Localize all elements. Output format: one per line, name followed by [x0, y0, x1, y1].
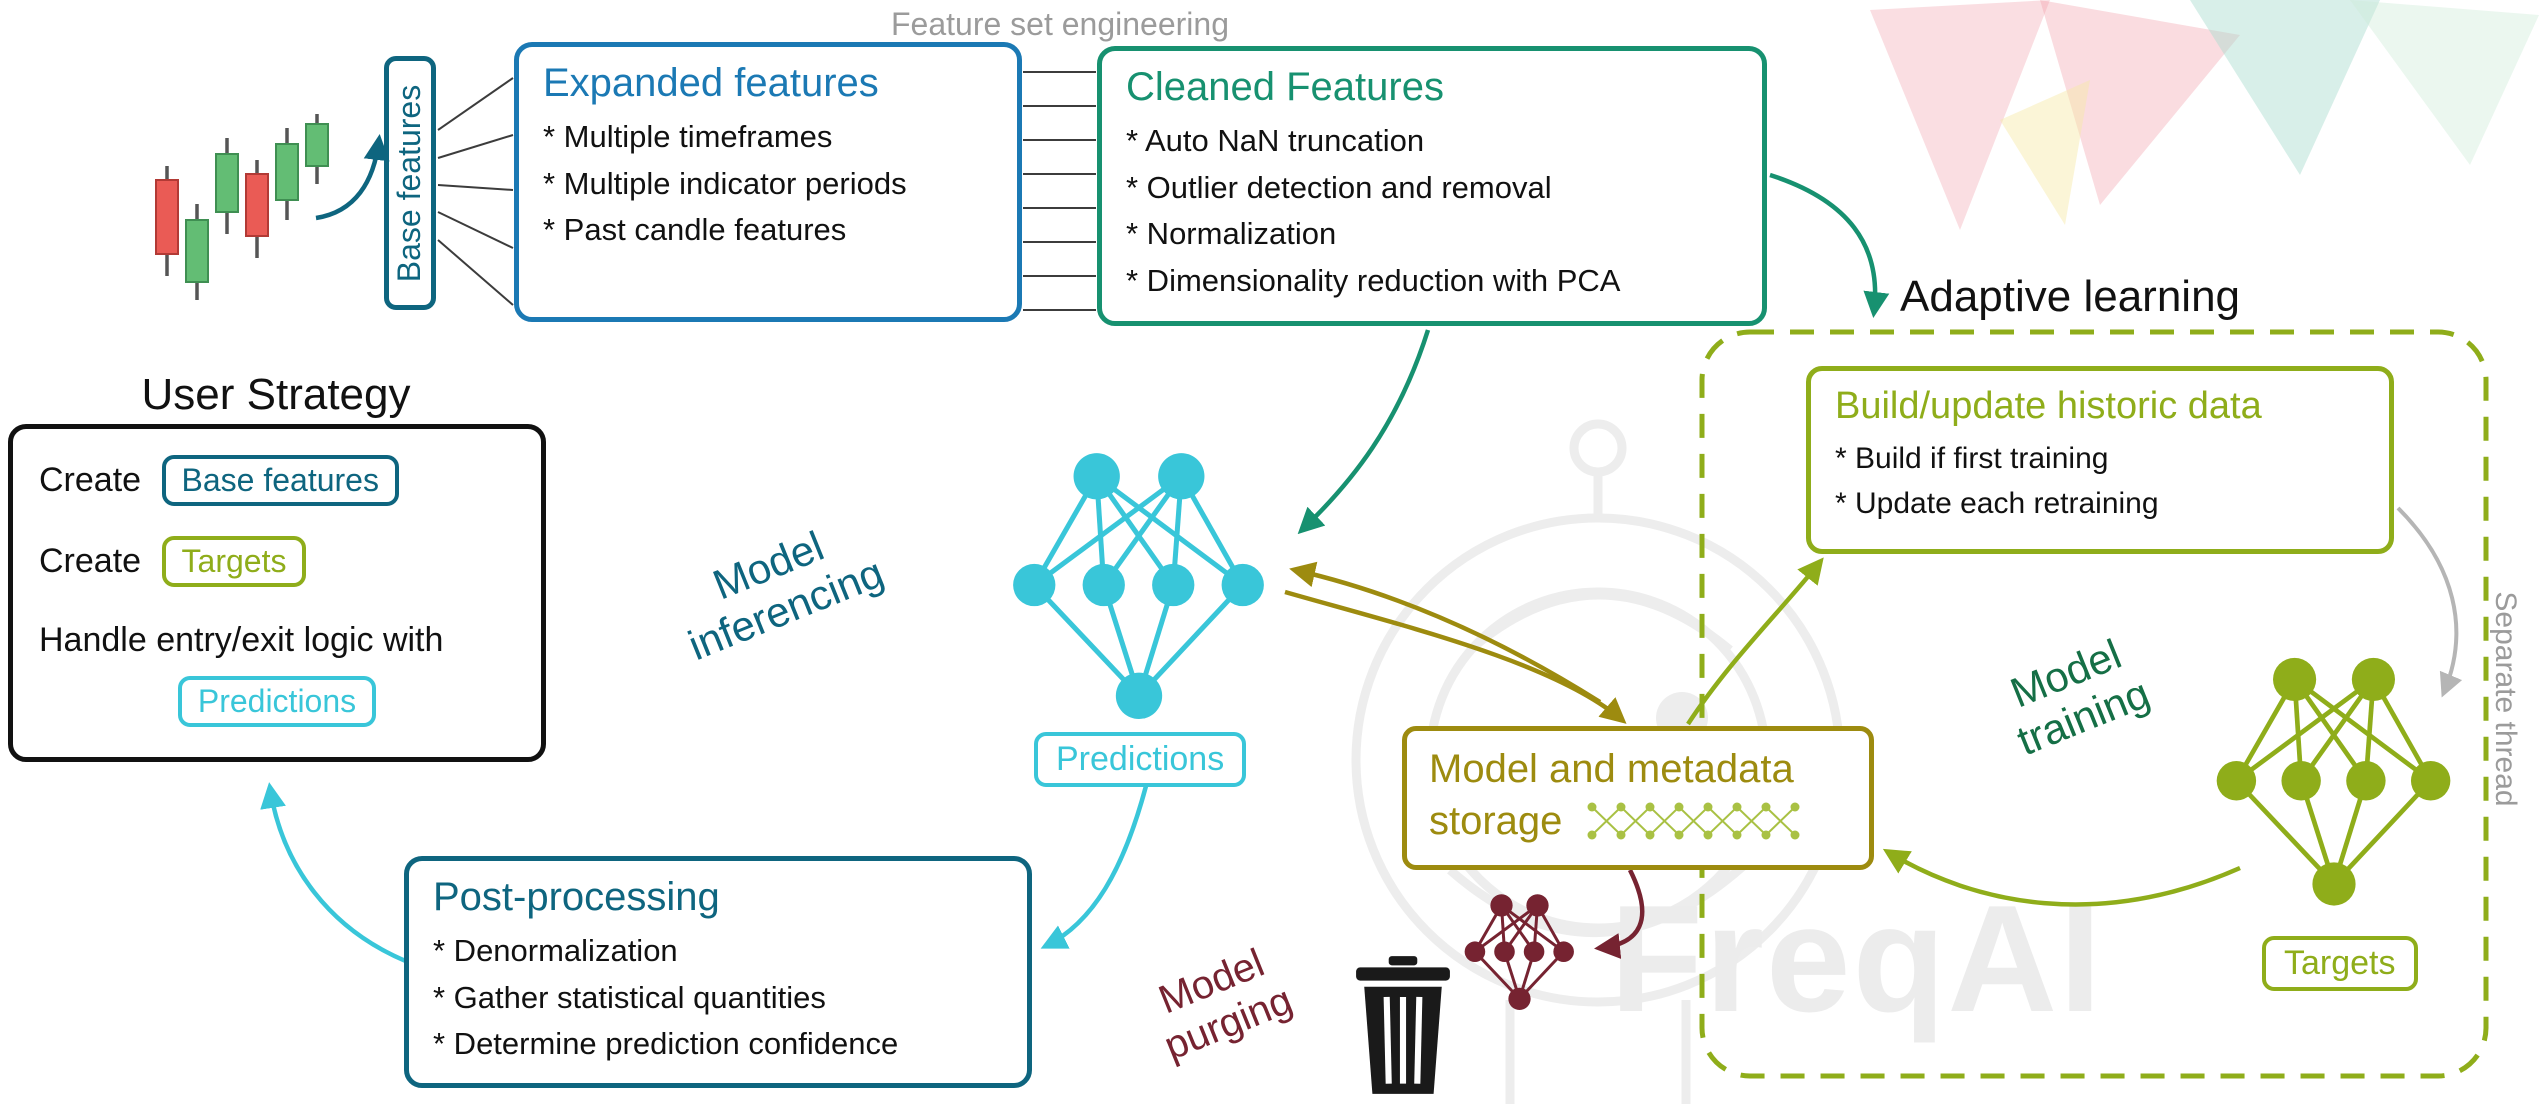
targets-label: Targets [2262, 936, 2418, 991]
build-update-item: * Build if first training [1835, 442, 2109, 475]
stored-models-network-glyph [1587, 802, 1800, 840]
user-strategy-box: Create Base features Create Targets Hand… [8, 424, 546, 762]
base-features-box: Base features [384, 56, 436, 310]
post-processing-item: * Denormalization [433, 933, 678, 968]
expanded-feature-item: * Past candle features [543, 212, 847, 247]
cleaned-feature-item: * Outlier detection and removal [1126, 169, 1552, 205]
feature-set-engineering-label: Feature set engineering [891, 6, 1229, 42]
cleaned-feature-item: * Auto NaN truncation [1126, 123, 1425, 158]
base-features-label: Base features [391, 84, 428, 282]
adaptive-learning-title: Adaptive learning [1900, 272, 2241, 321]
predictions-chip: Predictions [177, 676, 377, 727]
expanded-features-box: Expanded features * Multiple timeframes … [514, 42, 1022, 322]
cleaned-feature-item: * Normalization [1126, 216, 1337, 251]
post-processing-item: * Determine prediction confidence [433, 1026, 899, 1061]
cleaned-features-title: Cleaned Features [1126, 65, 1444, 109]
model-storage-line1: Model and metadata [1429, 747, 1794, 791]
create-label: Create [39, 542, 142, 580]
purged-neural-network-icon [1464, 894, 1574, 1010]
build-update-box: Build/update historic data * Build if fi… [1806, 366, 2394, 554]
arrow-post-processing-to-user-strategy [260, 782, 409, 965]
predictions-label: Predictions [1034, 732, 1247, 787]
feature-fan-lines [437, 77, 514, 306]
cleaned-feature-item: * Dimensionality reduction with PCA [1126, 262, 1621, 298]
targets-chip: Targets [161, 536, 307, 587]
expanded-feature-item: * Multiple indicator periods [543, 165, 907, 201]
user-strategy-title: User Strategy [141, 370, 411, 419]
feature-bus-lines [1023, 71, 1096, 311]
build-update-item: * Update each retraining [1835, 487, 2159, 520]
training-neural-network-icon [2216, 657, 2451, 906]
candlestick-chart-icon [155, 114, 329, 300]
expanded-feature-item: * Multiple timeframes [543, 119, 833, 154]
handle-entry-exit-text: Handle entry/exit logic with [39, 621, 444, 659]
separate-thread-label: Separate thread [2489, 591, 2522, 807]
cleaned-features-box: Cleaned Features * Auto NaN truncation *… [1097, 46, 1767, 326]
model-purging-label: Model purging [1152, 940, 1299, 1069]
post-processing-box: Post-processing * Denormalization * Gath… [404, 856, 1032, 1088]
inference-neural-network-icon [1013, 453, 1264, 719]
create-label: Create [39, 461, 142, 499]
base-features-chip: Base features [161, 455, 399, 506]
arrow-predictions-to-post-processing [1040, 785, 1149, 949]
model-storage-line2: storage [1429, 799, 1563, 843]
logo-corner-decoration [1870, 0, 2539, 230]
post-processing-title: Post-processing [433, 875, 720, 919]
post-processing-item: * Gather statistical quantities [433, 979, 826, 1015]
model-storage-box: Model and metadata storage [1402, 726, 1874, 870]
expanded-features-title: Expanded features [543, 61, 879, 105]
model-inferencing-label: Model inferencing [681, 521, 890, 670]
build-update-title: Build/update historic data [1835, 385, 2262, 427]
trash-can-icon [1356, 956, 1450, 1094]
